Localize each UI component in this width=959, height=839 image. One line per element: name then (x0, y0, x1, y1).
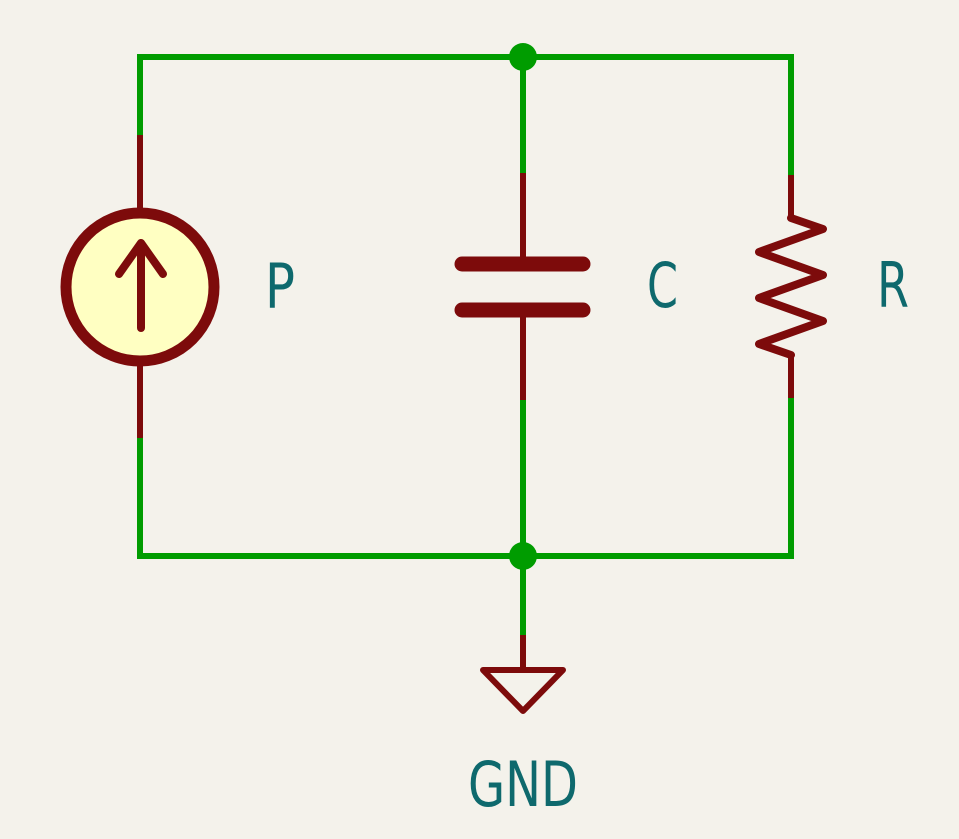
junction-dot-bottom[interactable] (509, 542, 537, 570)
capacitor-symbol[interactable] (454, 173, 591, 400)
resistor-symbol[interactable] (755, 175, 827, 398)
wires (137, 43, 794, 635)
ground-net-label[interactable]: GND (468, 748, 578, 821)
resistor-reference-label[interactable]: R (877, 249, 909, 322)
capacitor-reference-label[interactable]: C (647, 249, 678, 322)
ground-symbol[interactable] (480, 635, 566, 714)
current-source-symbol[interactable] (60, 135, 220, 438)
resistor-zigzag (755, 214, 827, 359)
junction-dot-top[interactable] (509, 43, 537, 71)
up-arrow-icon (115, 239, 167, 332)
current-source-reference-label[interactable]: P (265, 250, 295, 323)
ground-triangle (480, 667, 566, 714)
